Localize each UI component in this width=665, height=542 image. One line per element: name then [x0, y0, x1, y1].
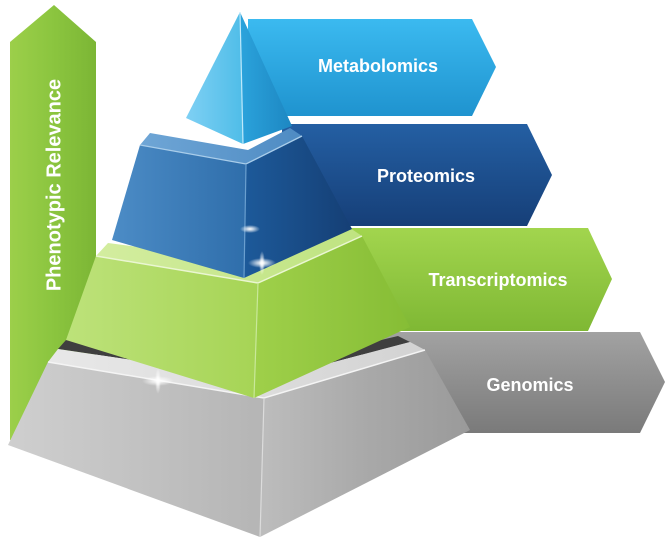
- pyramid-tier-metabolomics: [186, 11, 292, 145]
- pyramid-tier-proteomics: [112, 128, 352, 279]
- transcriptomics-label: Transcriptomics: [428, 270, 567, 290]
- phenotypic-relevance-label: Phenotypic Relevance: [43, 79, 65, 291]
- proteomics-label: Proteomics: [377, 166, 475, 186]
- banner-transcriptomics: Transcriptomics: [340, 228, 612, 331]
- metabolomics-label: Metabolomics: [318, 56, 438, 76]
- sparkle-highlights: [142, 225, 276, 394]
- banner-metabolomics: Metabolomics: [248, 19, 496, 116]
- genomics-label: Genomics: [486, 375, 573, 395]
- banner-proteomics: Proteomics: [282, 124, 552, 226]
